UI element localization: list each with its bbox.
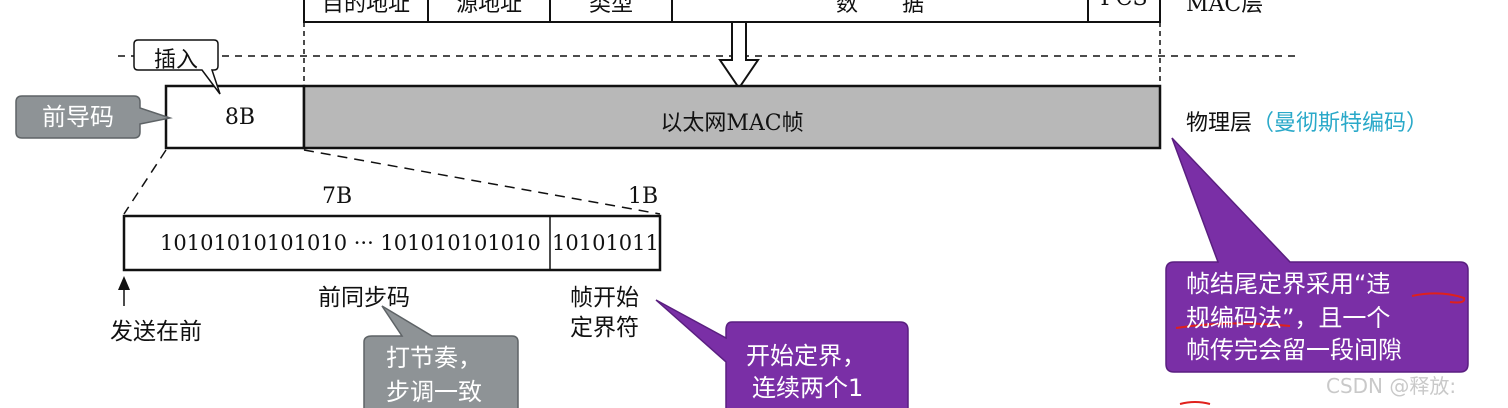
zoom-line-right: [303, 149, 661, 215]
physical-layer-name: 物理层: [1186, 111, 1253, 136]
end-delimiter-callout: [1165, 137, 1469, 373]
sfd-label-line2: 定界符: [570, 315, 639, 341]
start-callout-line1: 开始定界，: [746, 342, 866, 370]
field-src-addr: 源地址: [455, 0, 522, 17]
sfd-label-line1: 帧开始: [570, 285, 639, 311]
preamble-callout-text: 前导码: [42, 103, 114, 131]
insert-callout: [133, 39, 221, 95]
field-type: 类型: [588, 0, 633, 17]
end-callout-line1: 帧结尾定界采用“违: [1186, 270, 1391, 298]
start-delimiter-callout: [655, 299, 909, 408]
mac-frame-label: 以太网MAC帧: [660, 111, 804, 136]
rhythm-callout: [363, 305, 519, 408]
sync-label: 前同步码: [318, 285, 410, 311]
insert-callout-text: 插入: [153, 48, 198, 73]
sfd-size: 1B: [628, 184, 659, 209]
send-first-label: 发送在前: [110, 319, 202, 345]
red-underline-mark: [1411, 292, 1466, 304]
end-callout-line2: 规编码法”，且一个: [1186, 304, 1391, 332]
start-callout-line2: 连续两个1: [752, 374, 864, 402]
end-callout-line3: 帧传完会留一段间隙: [1186, 336, 1402, 364]
preamble-detail-box: [122, 214, 662, 272]
sfd-bits: 10101011: [552, 231, 659, 255]
field-fcs: FCS: [1088, 0, 1160, 11]
sync-bits: 10101010101010 ··· 101010101010: [160, 231, 541, 255]
sync-size: 7B: [322, 184, 353, 209]
field-dest-addr: 目的地址: [321, 0, 410, 17]
mac-frame-box: [302, 84, 1162, 150]
preamble-size: 8B: [224, 105, 256, 130]
red-scribble: [1179, 401, 1211, 405]
watermark: CSDN @释放:: [1326, 374, 1457, 398]
down-arrow-icon: [718, 21, 760, 90]
encoding-label: （曼彻斯特编码）: [1252, 111, 1429, 136]
rhythm-callout-line1: 打节奏，: [386, 344, 482, 372]
red-underline-mark-2: [1175, 322, 1291, 329]
physical-layer-label: 物理层（曼彻斯特编码）: [1186, 105, 1428, 137]
mac-layer-label: MAC层: [1186, 0, 1264, 17]
field-data: 数 据: [835, 0, 924, 17]
preamble-callout: [15, 95, 173, 139]
zoom-line-left: [123, 149, 167, 215]
rhythm-callout-line2: 步调一致: [386, 378, 482, 406]
